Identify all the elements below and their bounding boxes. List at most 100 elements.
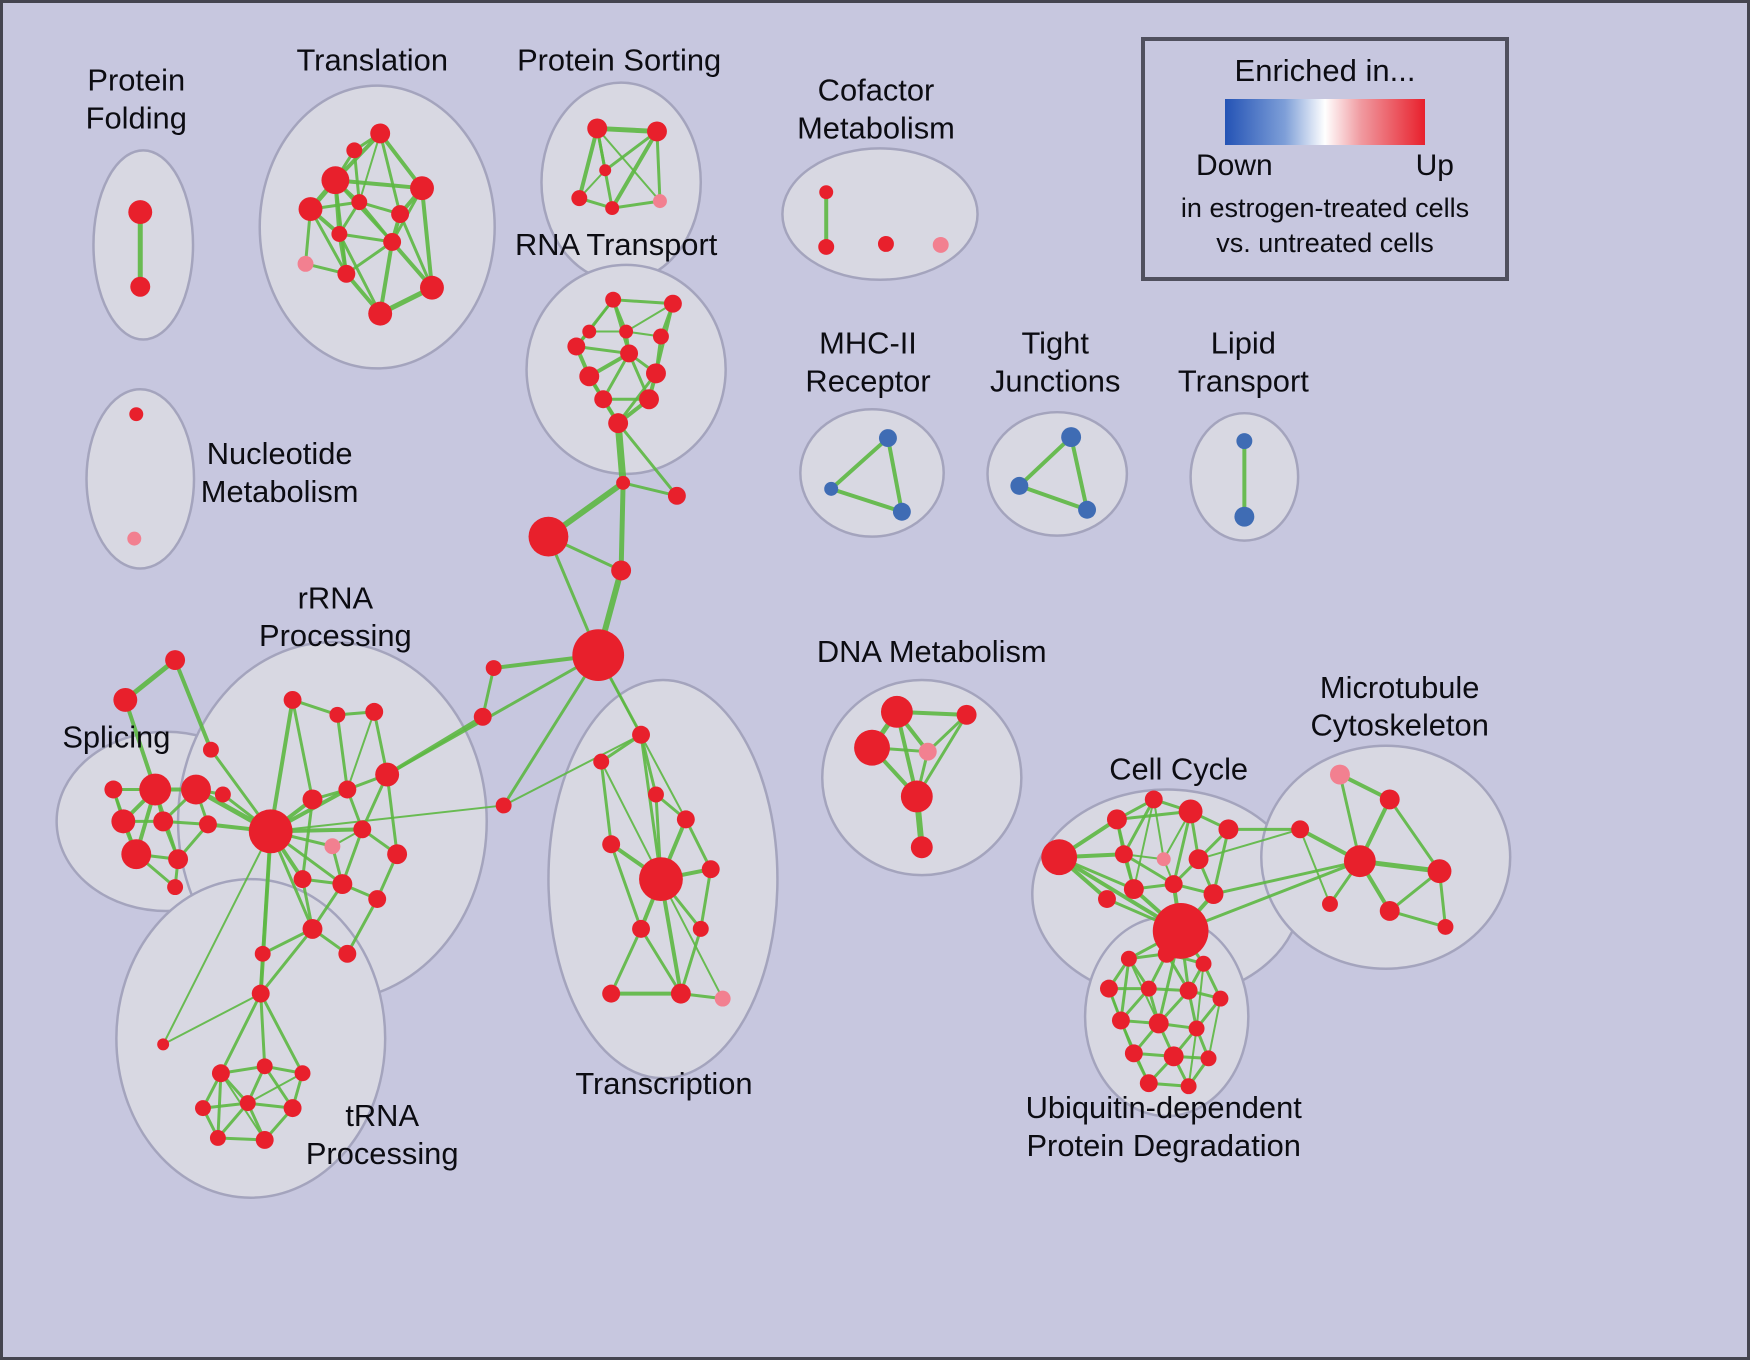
network-node xyxy=(104,780,123,799)
legend-up-label: Up xyxy=(1415,149,1454,182)
network-edge xyxy=(609,927,643,996)
network-edge xyxy=(352,148,361,204)
network-node xyxy=(1180,1078,1197,1095)
network-node xyxy=(1148,1013,1169,1034)
network-edge xyxy=(1017,435,1074,488)
legend-caption-line1: in estrogen-treated cells xyxy=(1180,193,1470,223)
network-edge xyxy=(599,760,613,846)
network-node xyxy=(652,194,667,209)
network-edge xyxy=(246,1072,304,1105)
network-node xyxy=(1188,1020,1205,1037)
network-node xyxy=(387,844,408,865)
network-node xyxy=(1195,955,1212,972)
network-edge xyxy=(1017,483,1090,512)
network-node xyxy=(632,725,650,744)
network-node xyxy=(648,786,664,803)
network-edge xyxy=(346,710,376,791)
network-node xyxy=(351,194,368,211)
network-node xyxy=(375,762,400,787)
network-node xyxy=(1291,820,1310,839)
network-edge xyxy=(1207,997,1222,1060)
network-node xyxy=(195,1100,211,1117)
network-node xyxy=(283,690,302,709)
network-node xyxy=(111,809,136,834)
network-node xyxy=(1234,506,1255,527)
network-edge xyxy=(625,302,674,333)
network-node xyxy=(1200,1050,1217,1067)
network-node xyxy=(321,166,350,195)
network-edge xyxy=(600,760,662,881)
network-node xyxy=(1139,1074,1158,1093)
network-edge xyxy=(268,697,295,834)
network-node xyxy=(663,294,682,313)
network-node xyxy=(1427,859,1452,884)
network-node xyxy=(619,324,634,339)
network-node xyxy=(139,773,172,806)
network-node xyxy=(420,275,444,300)
network-edge xyxy=(596,127,661,203)
network-node xyxy=(293,870,312,889)
network-node xyxy=(647,121,667,142)
network-edge xyxy=(378,239,395,316)
network-node xyxy=(239,1095,256,1112)
network-edge xyxy=(829,486,904,514)
network-node xyxy=(410,176,434,201)
legend-down-label: Down xyxy=(1196,149,1273,182)
network-node xyxy=(910,836,933,859)
network-edge xyxy=(603,129,659,172)
network-node xyxy=(1179,981,1198,1000)
network-node xyxy=(370,123,391,144)
network-edge xyxy=(659,878,724,1000)
network-node xyxy=(1123,879,1144,900)
network-node xyxy=(646,363,666,384)
network-node xyxy=(639,857,683,902)
network-node xyxy=(1124,1044,1143,1063)
network-node xyxy=(639,389,659,410)
network-edge xyxy=(1212,827,1230,896)
legend: Enriched in... Down Up in estrogen-treat… xyxy=(1141,37,1509,282)
network-edge xyxy=(259,927,314,996)
network-edge xyxy=(345,897,379,956)
network-node xyxy=(165,650,186,671)
network-edge xyxy=(1299,828,1331,906)
network-node xyxy=(1078,500,1097,519)
network-node xyxy=(900,780,933,813)
network-node xyxy=(1041,839,1078,876)
network-node xyxy=(1098,890,1116,908)
network-node xyxy=(1010,476,1029,495)
legend-title: Enriched in... xyxy=(1234,53,1416,88)
network-node xyxy=(714,990,731,1007)
network-node xyxy=(365,702,384,721)
network-node xyxy=(198,815,217,834)
network-node xyxy=(1157,944,1176,963)
cluster-ellipse-rna-transport xyxy=(525,263,727,476)
network-node xyxy=(368,890,387,908)
network-node xyxy=(878,429,897,448)
network-edge xyxy=(1069,435,1090,512)
network-node xyxy=(128,200,153,225)
network-node xyxy=(632,919,650,938)
network-node xyxy=(824,481,839,496)
network-edge xyxy=(309,207,348,276)
cluster-label-rna-transport: RNA Transport xyxy=(515,227,718,262)
network-node xyxy=(1343,845,1376,878)
network-node xyxy=(579,366,600,387)
network-node xyxy=(528,516,569,557)
network-edge xyxy=(610,129,659,211)
network-node xyxy=(594,390,613,409)
network-node xyxy=(571,190,588,207)
network-edge xyxy=(259,992,305,1075)
network-node xyxy=(593,753,610,770)
network-edge xyxy=(173,658,213,752)
network-edge xyxy=(614,419,627,487)
network-node xyxy=(854,729,890,766)
network-node xyxy=(918,742,937,761)
network-node xyxy=(283,1099,302,1118)
network-node xyxy=(1106,809,1127,830)
network-node xyxy=(130,276,151,297)
network-node xyxy=(620,344,639,363)
